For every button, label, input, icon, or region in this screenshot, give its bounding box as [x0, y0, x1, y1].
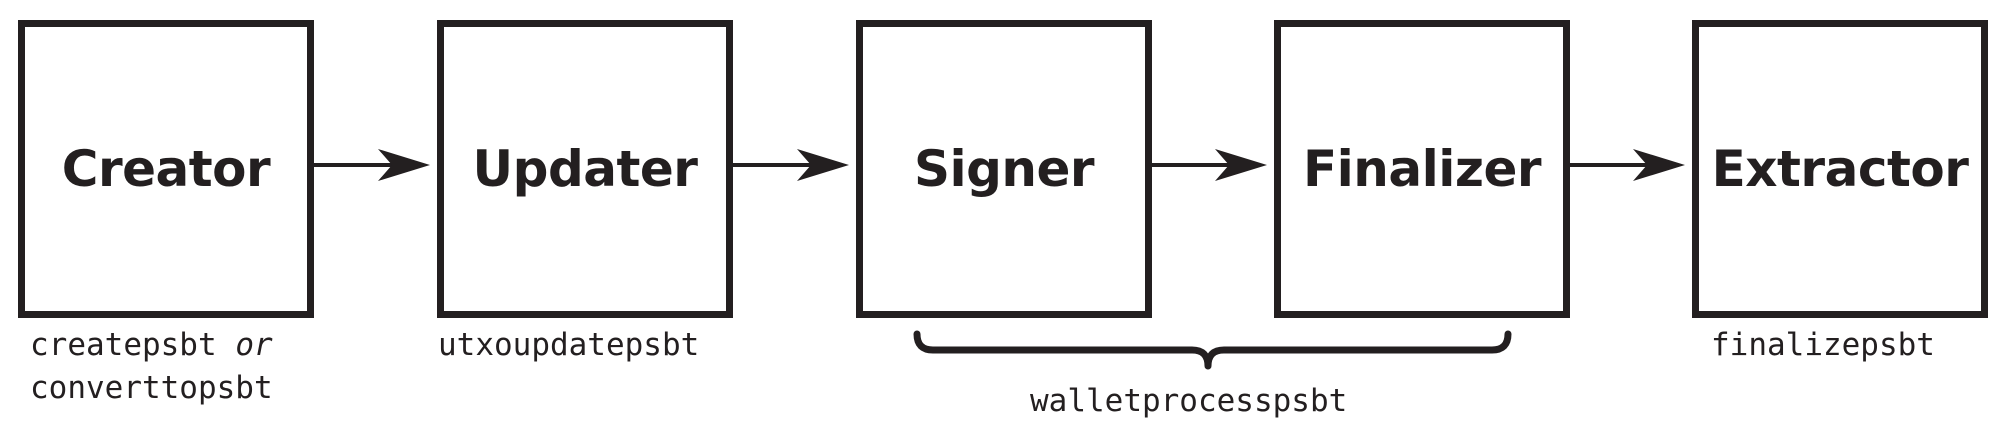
or-text: or: [235, 327, 273, 363]
signer-box: Signer: [856, 20, 1152, 318]
finalizer-label: Finalizer: [1302, 140, 1542, 198]
arrow-finalizer-to-extractor: [1570, 149, 1685, 181]
utxoupdatepsbt-command: utxoupdatepsbt: [438, 327, 700, 363]
updater-box: Updater: [437, 20, 733, 318]
finalizepsbt-command: finalizepsbt: [1711, 327, 1935, 363]
creator-label: Creator: [61, 140, 271, 198]
createpsbt-text: createpsbt: [30, 327, 217, 363]
updater-label: Updater: [472, 140, 698, 198]
extractor-box: Extractor: [1692, 20, 1988, 318]
createpsbt-command: createpsbt or: [30, 323, 273, 367]
arrow-creator-to-updater: [314, 149, 430, 181]
finalizer-box: Finalizer: [1274, 20, 1570, 318]
walletprocesspsbt-command: walletprocesspsbt: [1030, 383, 1348, 419]
converttopsbt-command: converttopsbt: [30, 370, 273, 406]
arrow-updater-to-signer: [733, 149, 849, 181]
arrow-signer-to-finalizer: [1152, 149, 1267, 181]
creator-box: Creator: [18, 20, 314, 318]
signer-label: Signer: [913, 140, 1095, 198]
extractor-label: Extractor: [1711, 140, 1969, 198]
brace-signer-finalizer: [913, 330, 1512, 370]
